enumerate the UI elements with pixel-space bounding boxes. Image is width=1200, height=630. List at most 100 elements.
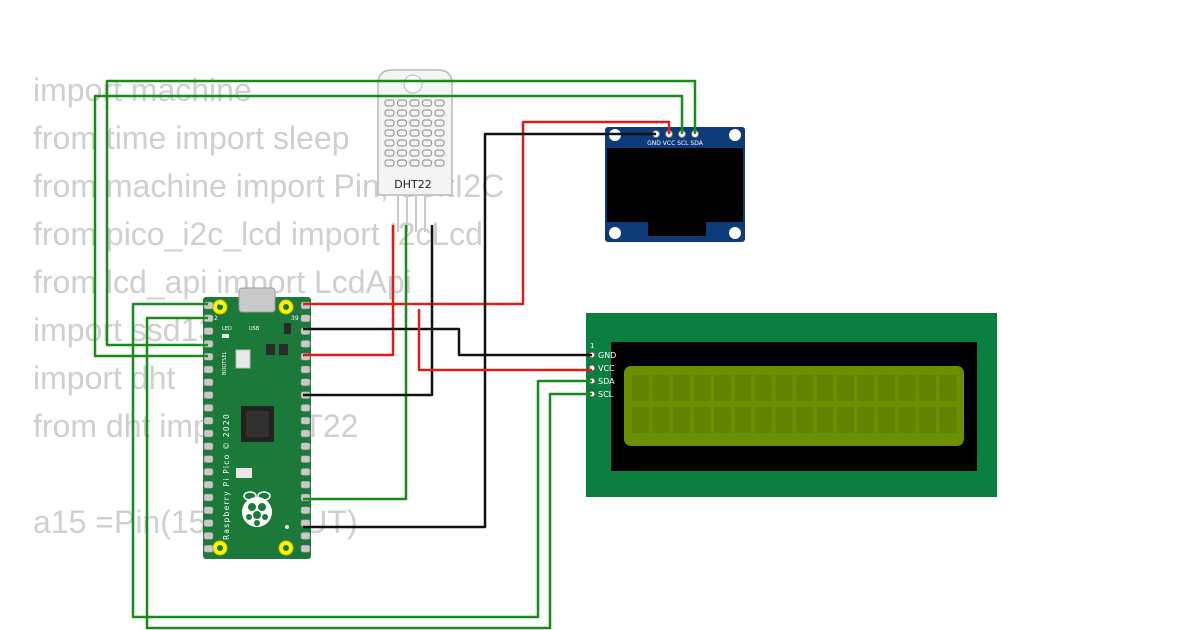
bootsel-label: BOOTSEL (222, 351, 228, 375)
pico-pin[interactable] (300, 480, 311, 489)
pico-pin[interactable] (300, 506, 311, 515)
oled-mount-hole (729, 129, 741, 141)
lcd-character-cell (939, 375, 957, 401)
pico-pin[interactable] (203, 442, 214, 451)
pico-pin[interactable] (300, 378, 311, 387)
lcd-character-cell (673, 375, 690, 401)
dht22-vent-slot (409, 159, 420, 167)
wire-lcd-sda[interactable] (131, 302, 592, 619)
pico-pin[interactable] (203, 468, 214, 476)
dht22-vent-slot (434, 139, 445, 147)
dht22-vent-slot (409, 149, 420, 157)
lcd-character-cell (632, 407, 649, 433)
oled-ribbon (648, 222, 706, 236)
lcd-character-cell (796, 375, 813, 401)
pico-pin[interactable] (203, 429, 214, 438)
pico-pin[interactable] (300, 455, 311, 463)
dht22-vent-slot (421, 119, 433, 127)
lcd-character-cell (857, 407, 875, 433)
oled-mount-hole (609, 227, 621, 239)
pico-pin[interactable] (203, 416, 214, 425)
bootsel-button[interactable] (235, 349, 251, 369)
dht22-vent-slot (384, 119, 395, 127)
raspberry-pi-pico[interactable]: 1 2 39 LED USB BOOTSEL Raspberry Pi Pico… (203, 287, 311, 559)
dht22-vent-slot (421, 159, 433, 167)
pico-pin[interactable] (203, 519, 214, 527)
pico-pin[interactable] (300, 340, 311, 348)
pico-component (279, 344, 288, 355)
lcd-1602-display[interactable]: 1 GND VCC SDA SCL (586, 313, 997, 497)
wire-lcd-vcc[interactable] (417, 309, 592, 372)
lcd-character-cell (652, 407, 670, 433)
wire-oled-sda[interactable] (105, 79, 697, 347)
pico-pin[interactable] (300, 519, 311, 527)
pico-pin[interactable] (300, 314, 311, 323)
wire-oled-gnd[interactable] (303, 132, 656, 529)
pico-pin[interactable] (203, 327, 214, 335)
pico-pin[interactable] (203, 378, 214, 387)
oled-screen (607, 148, 743, 222)
pico-pin[interactable] (300, 365, 311, 374)
lcd-character-grid (632, 375, 957, 433)
lcd-character-cell (714, 375, 731, 401)
pico-pin[interactable] (300, 532, 311, 540)
lcd-character-cell (796, 407, 813, 433)
wire-lcd-scl[interactable] (145, 316, 592, 630)
dht22-vent-slot (384, 139, 395, 147)
wire-dht22-gnd[interactable] (303, 225, 434, 397)
pico-pin[interactable] (300, 468, 311, 476)
pico-pin[interactable] (300, 442, 311, 451)
pico-pin[interactable] (203, 404, 214, 412)
pico-pin[interactable] (203, 532, 214, 540)
pico-pin[interactable] (203, 506, 214, 515)
pico-pin[interactable] (300, 404, 311, 412)
pico-pin39-label: 39 (291, 315, 299, 322)
oled-mount-hole (729, 227, 741, 239)
lcd-character-cell (755, 375, 772, 401)
pico-pin[interactable] (300, 429, 311, 438)
pico-pin[interactable] (203, 391, 214, 399)
pico-led (222, 334, 229, 338)
wire-lcd-gnd[interactable] (303, 327, 592, 357)
dht22-vent-slot (434, 129, 445, 137)
dht22-vent-slot (384, 99, 395, 107)
wire-oled-vcc[interactable] (303, 120, 671, 306)
dht22-vent-slot (409, 99, 420, 107)
lcd-character-cell (837, 407, 854, 433)
dht22-vent-slot (384, 149, 395, 157)
dht22-vent-slot (384, 109, 395, 117)
dht22-vent-grid (384, 99, 445, 167)
lcd-character-cell (939, 407, 957, 433)
pico-pin-header-left (203, 301, 214, 553)
pico-pin[interactable] (203, 493, 214, 502)
oled-pin-labels: GND VCC SCL SDA (647, 140, 704, 147)
pico-pin[interactable] (203, 480, 214, 489)
lcd-character-cell (878, 375, 895, 401)
code-line: from pico_i2c_lcd import I2cLcd (33, 216, 483, 252)
lcd-character-cell (632, 375, 649, 401)
dht22-vent-slot (384, 129, 395, 137)
dht22-vent-slot (396, 99, 408, 107)
wire-dht22-data[interactable] (303, 225, 408, 501)
lcd-character-cell (693, 375, 711, 401)
pico-board-text: Raspberry Pi Pico © 2020 (222, 413, 231, 540)
lcd-character-cell (898, 375, 916, 401)
code-line: from lcd_api import LcdApi (33, 264, 412, 300)
pico-pin[interactable] (203, 544, 214, 553)
lcd-character-cell (919, 375, 936, 401)
usb-connector[interactable] (238, 287, 276, 313)
pico-pin[interactable] (203, 365, 214, 374)
oled-display[interactable]: GND VCC SCL SDA (605, 127, 745, 242)
wire-dht22-vcc[interactable] (303, 225, 395, 357)
lcd-character-cell (919, 407, 936, 433)
pico-pin[interactable] (300, 544, 311, 553)
lcd-character-cell (878, 407, 895, 433)
dht22-vent-slot (434, 119, 445, 127)
pico-pin[interactable] (203, 455, 214, 463)
lcd-character-cell (755, 407, 772, 433)
dht22-vent-slot (434, 149, 445, 157)
dht22-sensor[interactable]: DHT22 (377, 69, 453, 232)
pico-pin[interactable] (300, 416, 311, 425)
dht22-vent-slot (421, 129, 433, 137)
pico-led-label: LED (222, 326, 232, 332)
